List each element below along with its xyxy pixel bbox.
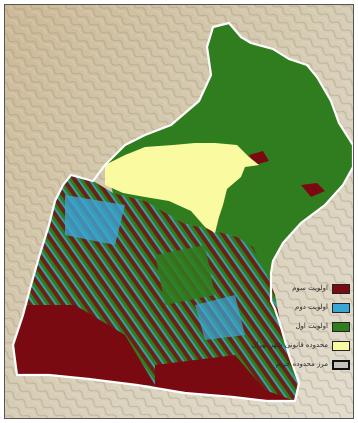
- priority-north-patches: [249, 151, 325, 197]
- legend-item-priority-1: اولویت اول: [238, 319, 350, 335]
- legend-label-priority-2: اولویت دوم: [295, 303, 328, 311]
- privacy-area-border[interactable]: [11, 21, 353, 403]
- legend-label-priority-1: اولویت اول: [295, 322, 328, 330]
- legend-item-priority-3: اولویت سوم: [238, 281, 350, 297]
- legend-item-priority-2: اولویت دوم: [238, 300, 350, 316]
- legend-swatch-priority-1: [332, 322, 350, 332]
- legend-swatch-priority-3: [332, 284, 350, 294]
- legend-label-privacy-border: مرز محدوده حریم: [275, 360, 328, 368]
- map-frame: اولویت سوم اولویت دوم اولویت اول محدوده …: [4, 4, 354, 419]
- legend-item-privacy-border: مرز محدوده حریم: [238, 357, 350, 373]
- map-canvas[interactable]: [5, 5, 354, 419]
- legend-swatch-priority-2: [332, 303, 350, 313]
- priority-south-mosaic: [13, 175, 299, 401]
- tehran-legal-city-boundary[interactable]: [105, 143, 259, 233]
- legend-item-tehran-boundary: محدوده قانونی شهر تهران: [238, 338, 350, 354]
- legend-swatch-privacy-border: [332, 360, 350, 370]
- legend-label-tehran-boundary: محدوده قانونی شهر تهران: [251, 341, 328, 349]
- legend-label-priority-3: اولویت سوم: [292, 284, 328, 292]
- map-legend: اولویت سوم اولویت دوم اولویت اول محدوده …: [238, 281, 350, 376]
- legend-swatch-tehran-boundary: [332, 341, 350, 351]
